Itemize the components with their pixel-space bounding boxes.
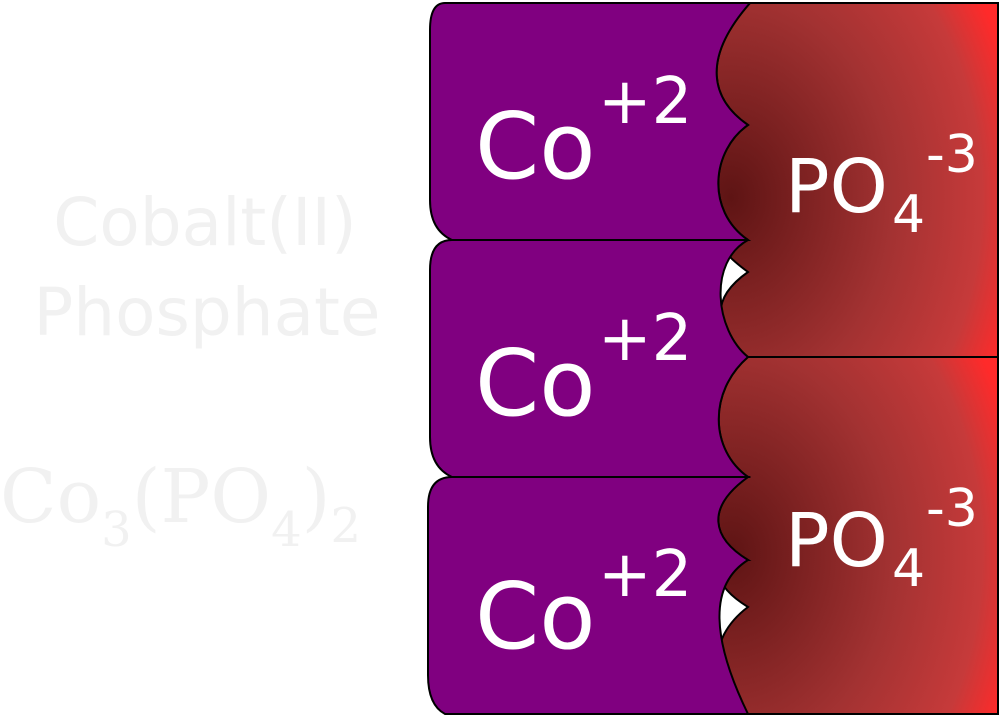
anion-charge: -3 — [926, 125, 978, 185]
cation-charge: +2 — [598, 302, 692, 376]
cation-labels: Co+2 Co+2 Co+2 — [475, 65, 692, 670]
cation-symbol: Co — [475, 330, 596, 437]
anion-subscript: 4 — [892, 185, 925, 245]
anion-label: PO4-3 — [785, 479, 978, 599]
formula-close-paren: ) — [302, 454, 331, 540]
anion-charge: -3 — [926, 479, 978, 539]
chemical-formula: Co3(PO4)2 — [0, 454, 361, 558]
compound-name-line2: Phosphate — [33, 274, 380, 351]
cation-symbol: Co — [475, 563, 596, 670]
cation-label: Co+2 — [475, 65, 692, 200]
formula-group-count: 2 — [330, 498, 361, 554]
compound-name: Cobalt(II) Phosphate — [33, 184, 380, 351]
cation-charge: +2 — [598, 65, 692, 139]
formula-group-subscript: 4 — [271, 502, 302, 558]
anion-symbol: PO — [785, 144, 888, 230]
cation-symbol: Co — [475, 93, 596, 200]
anion-symbol: PO — [785, 498, 888, 584]
formula-element-subscript: 3 — [101, 502, 132, 558]
formula-open-paren: ( — [132, 454, 161, 540]
cation-label: Co+2 — [475, 302, 692, 437]
anion-subscript: 4 — [892, 539, 925, 599]
cation-tile — [427, 476, 752, 715]
cation-tiles — [427, 2, 753, 715]
cation-charge: +2 — [598, 538, 692, 612]
anion-labels: PO4-3 PO4-3 — [785, 125, 978, 599]
cation-tile — [429, 2, 753, 241]
cation-label: Co+2 — [475, 538, 692, 670]
anion-tiles — [715, 1, 999, 715]
compound-name-line1: Cobalt(II) — [53, 184, 356, 261]
formula-element: Co — [0, 454, 101, 540]
formula-group: PO — [161, 454, 271, 540]
anion-label: PO4-3 — [785, 125, 978, 245]
cation-tile — [429, 239, 752, 478]
